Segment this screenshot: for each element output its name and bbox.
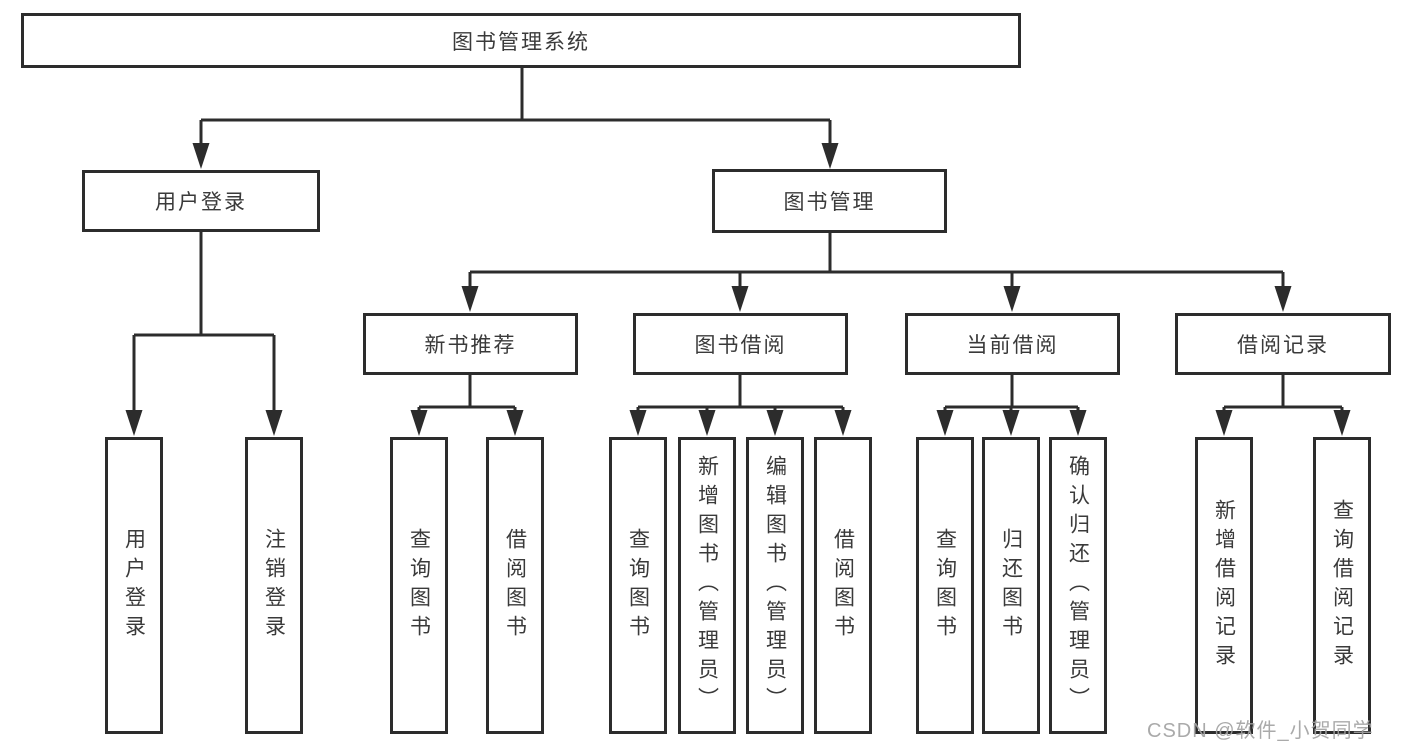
leaf-query-books-current: 查询图书 [916, 437, 974, 734]
node-label: 新书推荐 [424, 334, 517, 357]
leaf-label: 用户登录 [122, 527, 146, 644]
leaf-label: 新增借阅记录 [1212, 498, 1236, 673]
leaf-borrow-books-borrowing: 借阅图书 [814, 437, 872, 734]
node-label: 用户登录 [155, 191, 247, 214]
leaf-label: 借阅图书 [503, 527, 527, 644]
node-label: 借阅记录 [1237, 334, 1329, 357]
leaf-label: 查询图书 [626, 527, 650, 644]
leaf-label: 注销登录 [262, 527, 286, 644]
node-current-borrowing: 当前借阅 [905, 313, 1120, 375]
leaf-query-borrow-record: 查询借阅记录 [1313, 437, 1371, 734]
leaf-query-books-borrowing: 查询图书 [609, 437, 667, 734]
node-book-management-module: 图书管理 [712, 169, 947, 233]
leaf-query-books-recommend: 查询图书 [390, 437, 448, 734]
node-label: 图书借阅 [694, 334, 787, 357]
node-borrowing-records: 借阅记录 [1175, 313, 1391, 375]
leaf-edit-books-admin: 编辑图书（管理员） [746, 437, 804, 734]
leaf-label: 查询借阅记录 [1330, 498, 1354, 673]
leaf-add-borrow-record: 新增借阅记录 [1195, 437, 1253, 734]
leaf-return-books: 归还图书 [982, 437, 1040, 734]
leaf-label: 新增图书（管理员） [695, 455, 719, 716]
node-root-system: 图书管理系统 [21, 13, 1021, 68]
node-label: 当前借阅 [966, 334, 1059, 357]
leaf-label: 确认归还（管理员） [1066, 455, 1090, 716]
leaf-label: 归还图书 [999, 527, 1023, 644]
leaf-borrow-books-recommend: 借阅图书 [486, 437, 544, 734]
leaf-label: 查询图书 [933, 527, 957, 644]
node-new-book-recommend: 新书推荐 [363, 313, 578, 375]
leaf-add-books-admin: 新增图书（管理员） [678, 437, 736, 734]
leaf-logout: 注销登录 [245, 437, 303, 734]
csdn-watermark: CSDN @软件_小贺同学 [1147, 720, 1374, 742]
leaf-label: 查询图书 [407, 527, 431, 644]
leaf-label: 编辑图书（管理员） [763, 455, 787, 716]
node-label: 图书管理系统 [452, 30, 590, 54]
leaf-label: 借阅图书 [831, 527, 855, 644]
leaf-user-login: 用户登录 [105, 437, 163, 734]
node-book-borrowing: 图书借阅 [633, 313, 848, 375]
node-label: 图书管理 [783, 191, 876, 214]
node-user-login-module: 用户登录 [82, 170, 320, 232]
leaf-confirm-return-admin: 确认归还（管理员） [1049, 437, 1107, 734]
arrowheads [125, 143, 1351, 436]
